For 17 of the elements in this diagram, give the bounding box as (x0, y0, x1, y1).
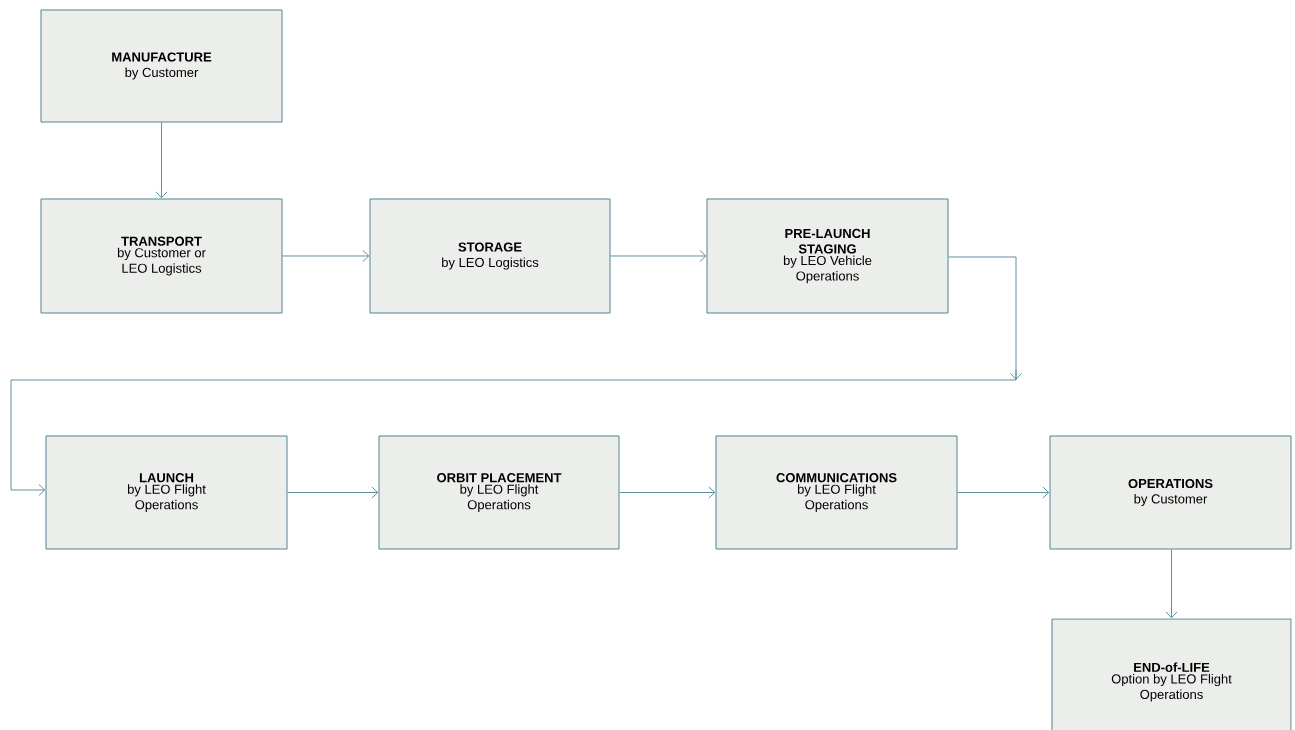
arrow (619, 486, 716, 499)
process-box: END-of-LIFE Option by LEO Flight Operations (1051, 618, 1292, 730)
arrow (957, 486, 1050, 499)
process-box: OPERATIONS by Customer (1049, 435, 1292, 550)
arrow (282, 250, 370, 262)
arrow (10, 256, 1022, 496)
arrow (287, 486, 379, 499)
arrow (610, 250, 707, 262)
process-box: STORAGE by LEO Logistics (369, 198, 611, 314)
process-box: PRE-LAUNCH STAGING by LEO Vehicle Operations (706, 198, 949, 314)
process-box: COMMUNICATIONS by LEO Flight Operations (715, 435, 958, 550)
process-box: ORBIT PLACEMENT by LEO Flight Operations (378, 435, 620, 550)
arrow (155, 122, 168, 199)
process-box: MANUFACTURE by Customer (40, 9, 283, 123)
arrow (1165, 549, 1178, 619)
process-box: TRANSPORT by Customer or LEO Logistics (40, 198, 283, 314)
process-box: LAUNCH by LEO Flight Operations (45, 435, 288, 550)
